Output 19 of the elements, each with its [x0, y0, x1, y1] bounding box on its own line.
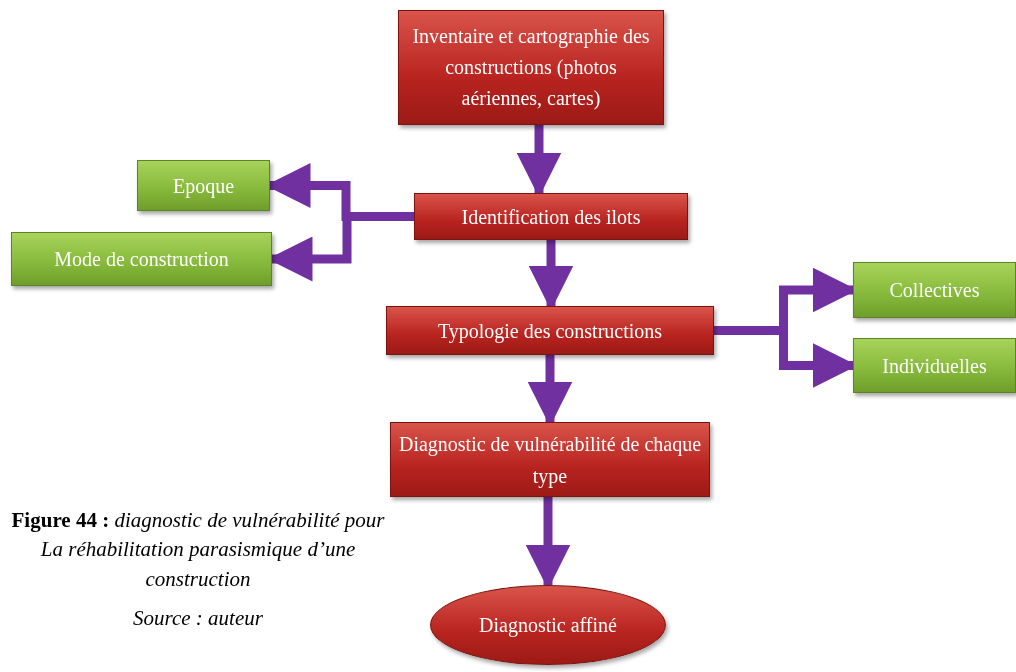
node-label: Identification des ilots	[461, 204, 641, 230]
source-note: Source : auteur	[132, 605, 264, 632]
node-label: Individuelles	[882, 353, 987, 379]
process-box	[414, 193, 688, 240]
node-label: Typologie des constructions	[437, 318, 663, 345]
node-label: Collectives	[889, 278, 980, 303]
process-box	[853, 338, 1016, 393]
process-box	[853, 262, 1016, 318]
node-label: Inventaire et cartographie des constructions (photos aériennes, cartes)	[411, 24, 651, 112]
process-box	[11, 232, 272, 286]
node-label: Diagnostic affiné	[479, 613, 617, 639]
figure-caption: Figure 44 : diagnostic de vulnérabilité pour La réhabilitation parasismique d’une construction	[10, 507, 386, 593]
node-label: Epoque	[172, 173, 235, 200]
process-box	[390, 422, 710, 497]
process-box	[137, 160, 270, 211]
process-box	[386, 306, 714, 355]
node-label: Mode de construction	[54, 247, 229, 272]
node-label: Diagnostic de vulnérabilité de chaque type	[397, 431, 703, 490]
process-box	[398, 10, 664, 125]
